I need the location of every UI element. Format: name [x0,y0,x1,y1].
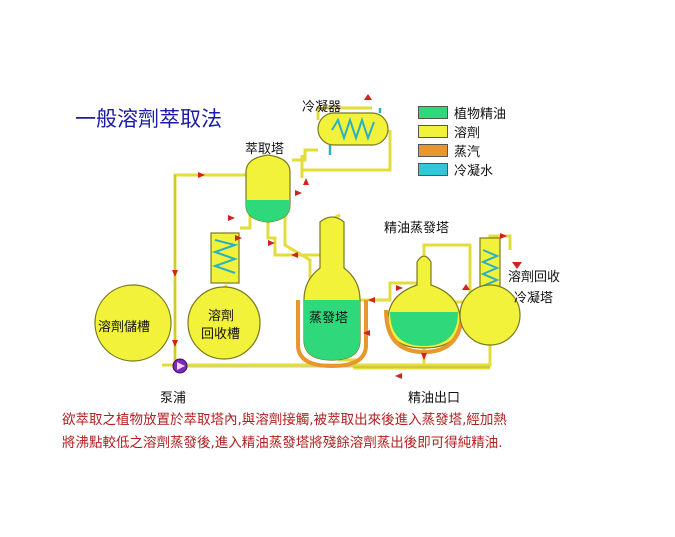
legend-label: 植物精油 [454,106,507,122]
flow-arrow [235,235,242,241]
small-condenser-body [210,232,240,284]
flow-arrow [462,284,470,290]
extraction-tower [245,154,291,223]
condenser-coil [331,116,375,142]
flow-arrows [172,94,522,379]
extraction-tower-oil [246,200,290,222]
evaporator-oil [304,300,360,360]
legend-item: 蒸汽 [418,141,506,160]
right-condenser-tank [459,284,521,346]
flow-arrow [364,94,372,100]
oil-evaporator-oil [390,312,458,346]
legend-item: 冷凝水 [418,160,506,179]
top-condenser [317,108,389,155]
legend-label: 溶劑 [454,125,481,141]
flow-arrow [363,330,370,336]
solvent-recovery-tank [187,286,261,360]
flow-arrow [396,285,403,291]
right-condenser-label-1: 溶劑回收 [508,270,561,285]
legend-swatch [418,143,448,157]
recovery-tank-label-1: 溶劑 [208,309,235,324]
description-line-2: 將沸點較低之溶劑蒸發後,進入精油蒸發塔將殘餘溶劑蒸出後即可得純精油. [62,435,503,451]
condenser-label: 冷凝器 [302,100,342,115]
flow-arrow [172,270,178,277]
legend-label: 蒸汽 [454,144,481,160]
flow-arrow [368,297,375,303]
flow-arrow [295,190,302,196]
small-condenser-coil [211,239,239,274]
legend-swatch [418,124,448,138]
evaporator [296,216,368,369]
right-condenser-coil [480,249,500,287]
flow-arrow [198,172,205,178]
solvent-storage-tank [94,284,172,362]
extraction-tower-label: 萃取塔 [245,142,285,157]
legend-label: 冷凝水 [454,163,494,179]
pump-arrow [177,362,185,370]
pump [172,358,188,374]
flow-arrow [512,262,522,269]
oil-evaporator-label: 精油蒸發塔 [384,221,450,236]
recovery-tank-label-2: 回收槽 [201,327,241,342]
flow-arrow [421,353,427,360]
legend-item: 溶劑 [418,122,506,141]
right-condenser-tower [459,237,521,346]
evaporator-label: 蒸發塔 [309,311,349,326]
description-line-1: 欲萃取之植物放置於萃取塔內,與溶劑接觸,被萃取出來後進入蒸發塔,經加熱 [62,412,507,428]
solvent-storage-label: 溶劑儲槽 [98,320,151,335]
legend-swatch [418,162,448,176]
flow-arrow [268,240,275,246]
oil-evaporator-steam-jacket [384,309,464,355]
pump-label: 泵浦 [160,391,187,406]
evaporator-steam-jacket [296,300,368,369]
right-condenser-label-2: 冷凝塔 [514,291,554,306]
flow-arrow [172,340,178,347]
legend-swatch [418,105,448,119]
oil-outlet-label: 精油出口 [408,391,461,406]
legend-item: 植物精油 [418,103,507,122]
legend: 植物精油 溶劑 蒸汽 冷凝水 [418,103,506,179]
flow-arrow [303,178,309,185]
flow-arrow [228,215,235,221]
diagram-title: 一般溶劑萃取法 [75,107,222,131]
flow-arrow [500,233,507,239]
small-condenser-left [210,232,240,284]
flow-arrow [291,252,298,258]
oil-evaporator [384,255,464,355]
flow-arrow [395,373,402,379]
